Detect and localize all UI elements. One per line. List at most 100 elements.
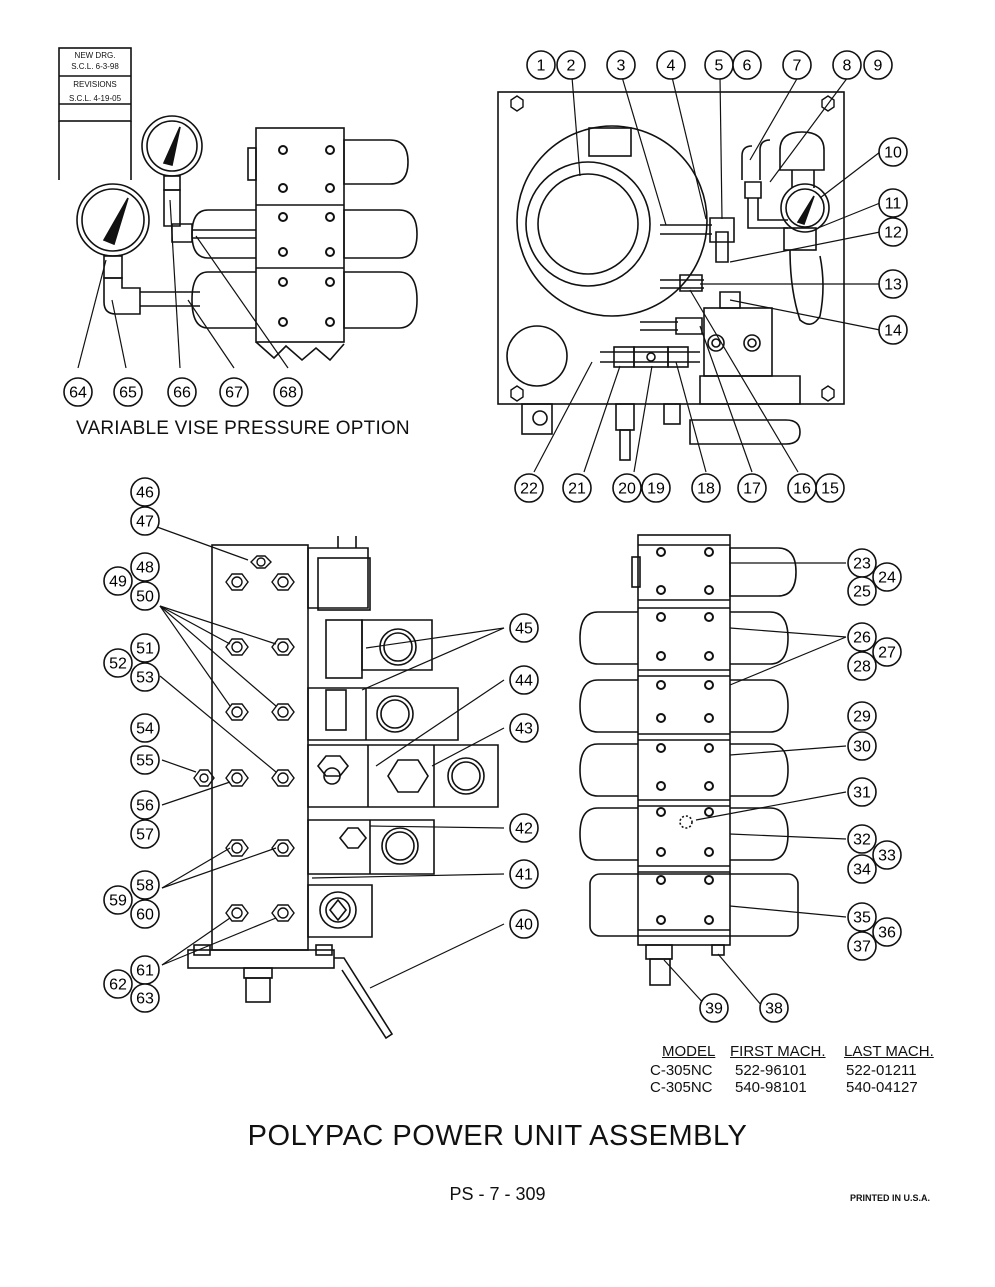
callout-balloon: 60 [130,899,160,929]
callout-balloon: 44 [509,665,539,695]
callout-circle [130,506,160,536]
title-block-revision-1: S.C.L. 4-19-05 [68,94,122,103]
callout-number: 3 [617,58,626,75]
callout-balloon: 18 [691,473,721,503]
callout-number: 53 [136,670,154,687]
callout-number: 54 [136,721,154,738]
callout-circle [847,576,877,606]
callout-balloon: 52 [103,648,133,678]
callout-circle [130,552,160,582]
title-block-revisions: REVISIONS [73,80,117,89]
callout-number: 65 [119,385,137,402]
callout-number: 31 [853,785,871,802]
callout-balloon: 42 [509,813,539,843]
callout-number: 17 [743,481,761,498]
callout-number: 32 [853,832,871,849]
callout-balloon: 6 [732,50,762,80]
callout-balloon: 23 [847,548,877,578]
manifold-side-view [187,536,499,1040]
printed-note: PRINTED IN U.S.A. [850,1193,931,1203]
callout-balloon: 40 [509,909,539,939]
callout-circle [847,854,877,884]
callout-number: 46 [136,485,154,502]
callout-circle [130,633,160,663]
callout-number: 48 [136,560,154,577]
callout-circle [863,50,893,80]
callout-balloon: 5 [704,50,734,80]
callout-number: 45 [515,621,533,638]
callout-number: 4 [667,58,676,75]
callout-number: 11 [885,196,902,213]
callout-number: 39 [705,1001,723,1018]
callout-circle [130,870,160,900]
variable-vise-view [76,115,418,362]
callout-balloon: 21 [562,473,592,503]
callout-circle [113,377,143,407]
callout-circle [691,473,721,503]
callout-balloon: 13 [878,269,908,299]
valve-stack-front-view [579,534,799,986]
callout-balloon: 45 [509,613,539,643]
callout-balloon: 27 [872,637,902,667]
callout-balloon: 22 [514,473,544,503]
callout-number: 55 [136,753,154,770]
first-mach-cell: 540-98101 [735,1079,807,1096]
callout-circle [130,745,160,775]
callout-circle [612,473,642,503]
section-label: VARIABLE VISE PRESSURE OPTION [76,418,410,439]
callout-balloon: 46 [130,477,160,507]
callout-number: 10 [884,145,902,162]
callout-number: 62 [109,977,127,994]
callout-balloon: 31 [847,777,877,807]
callout-circle [130,477,160,507]
callout-number: 42 [515,821,533,838]
callout-balloon: 29 [847,701,877,731]
callout-circle [63,377,93,407]
callout-balloon: 33 [872,840,902,870]
callout-circle [872,840,902,870]
callout-number: 60 [136,907,154,924]
callout-circle [167,377,197,407]
callout-number: 40 [515,917,533,934]
callout-number: 41 [515,867,533,884]
callout-circle [656,50,686,80]
callout-balloon: 35 [847,902,877,932]
callout-number: 50 [136,589,154,606]
callout-number: 49 [109,574,127,591]
callout-balloon: 43 [509,713,539,743]
callout-balloon: 12 [878,217,908,247]
callout-circle [782,50,812,80]
callout-balloon: 24 [872,562,902,592]
callout-circle [847,902,877,932]
callout-balloon: 15 [815,473,845,503]
leader-lines [77,76,881,1007]
callout-balloon: 36 [872,917,902,947]
callout-number: 38 [765,1001,783,1018]
callout-number: 43 [515,721,533,738]
callout-circle [847,931,877,961]
callout-circle [737,473,767,503]
callout-number: 25 [853,584,871,601]
title-block-new-drawing-date: S.C.L. 6-3-98 [71,62,119,71]
callout-balloon: 34 [847,854,877,884]
model-cell: C-305NC [650,1062,713,1079]
callout-balloon: 62 [103,969,133,999]
callout-number: 34 [853,862,871,879]
callout-number: 15 [821,481,839,498]
callout-balloon: 30 [847,731,877,761]
tank-top-view [497,91,845,461]
callout-circle [732,50,762,80]
callout-circle [878,269,908,299]
callout-circle [130,581,160,611]
callout-balloon: 3 [606,50,636,80]
callout-number: 59 [109,893,127,910]
callout-number: 8 [843,58,852,75]
page-title: POLYPAC POWER UNIT ASSEMBLY [247,1120,748,1152]
callout-circle [606,50,636,80]
callout-circle [509,613,539,643]
callout-number: 23 [853,556,871,573]
callout-balloon: 56 [130,790,160,820]
callout-number: 61 [136,963,154,980]
callout-circle [847,777,877,807]
